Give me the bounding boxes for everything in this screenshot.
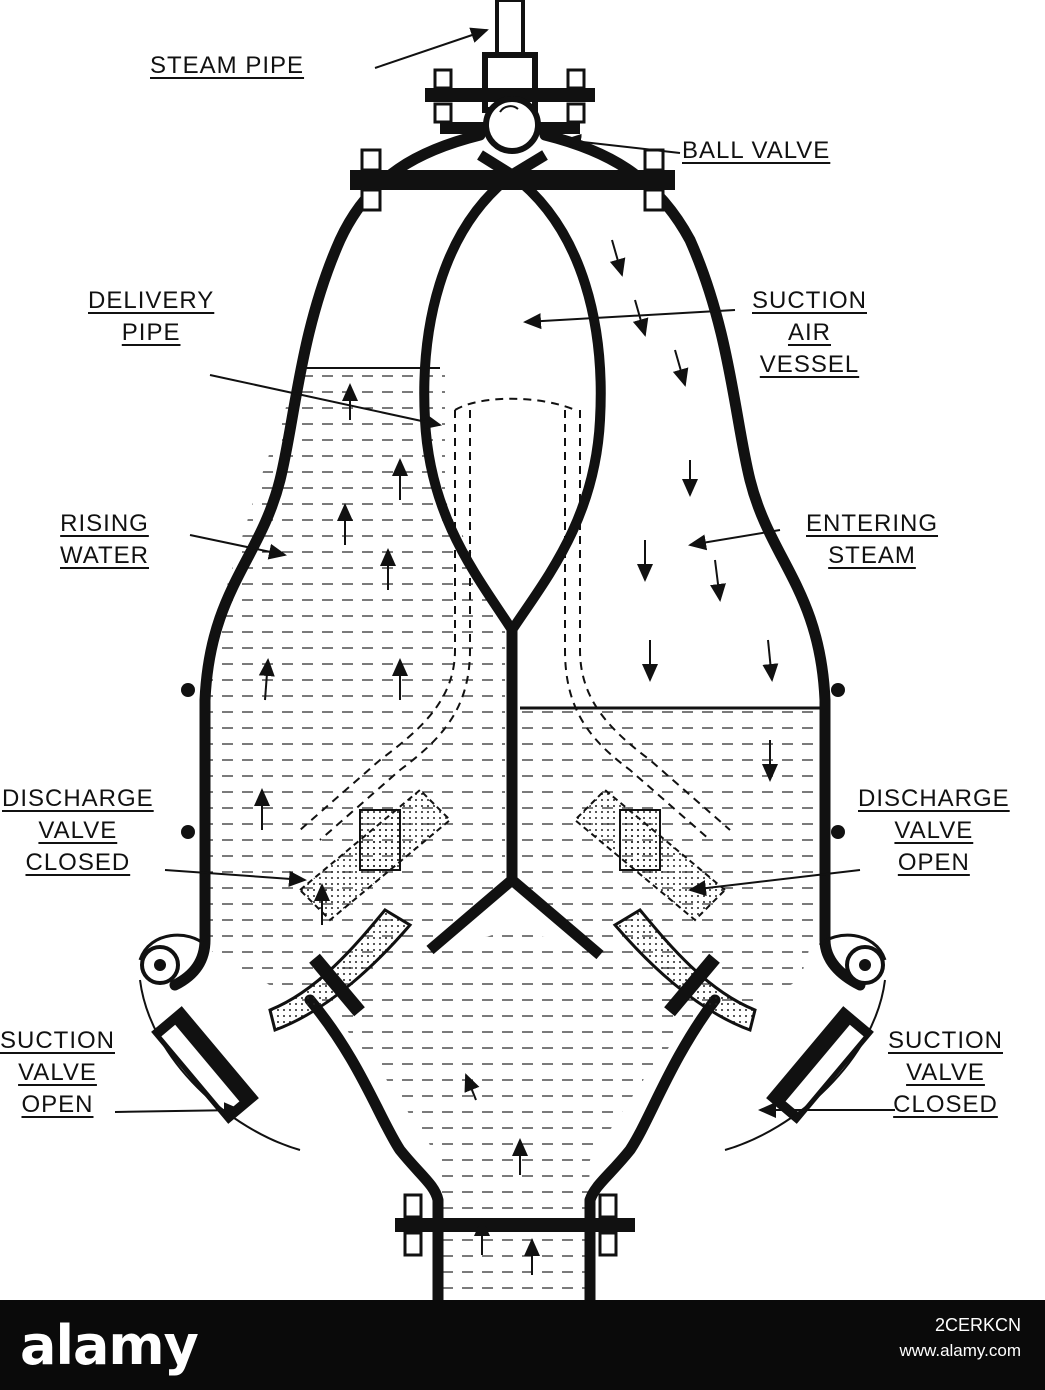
side-bosses	[181, 683, 845, 839]
label-line: VALVE	[894, 817, 974, 844]
label-line: STEAM PIPE	[150, 52, 305, 79]
label-line: VALVE	[18, 1059, 97, 1086]
left-discharge-valve	[298, 788, 452, 922]
image-code: 2CERKCN www.alamy.com	[899, 1312, 1021, 1364]
label-delivery-pipe: DELIVERY PIPE	[88, 285, 214, 349]
stock-footer-bar: alamy 2CERKCN www.alamy.com	[0, 1300, 1045, 1390]
label-line: WATER	[60, 542, 149, 569]
label-line: SUCTION	[752, 287, 867, 314]
label-discharge-valve-closed: DISCHARGE VALVE CLOSED	[2, 783, 154, 879]
label-line: PIPE	[121, 319, 181, 346]
water-suction-chamber	[330, 930, 700, 1300]
label-line: OPEN	[897, 849, 970, 876]
label-line: DELIVERY	[88, 287, 215, 314]
label-suction-valve-closed: SUCTION VALVE CLOSED	[888, 1025, 1003, 1121]
label-line: SUCTION	[0, 1027, 115, 1054]
label-line: RISING	[60, 510, 149, 537]
label-line: CLOSED	[893, 1091, 998, 1118]
delivery-pipe-dashed	[299, 397, 731, 841]
label-line: AIR	[787, 319, 831, 346]
right-suction-valve-housing	[724, 933, 887, 1151]
label-rising-water: RISING WATER	[60, 508, 149, 572]
label-line: VESSEL	[759, 351, 860, 378]
image-id: 2CERKCN	[934, 1315, 1021, 1335]
label-line: VALVE	[38, 817, 118, 844]
label-suction-valve-open: SUCTION VALVE OPEN	[0, 1025, 115, 1121]
leader-lines	[114, 27, 895, 1119]
alamy-logo: alamy	[20, 1314, 199, 1377]
label-line: BALL VALVE	[682, 137, 831, 164]
right-discharge-valve	[573, 788, 727, 922]
label-line: VALVE	[906, 1059, 985, 1086]
pulsometer-pump-diagram	[114, 0, 895, 1300]
label-line: DISCHARGE	[2, 785, 154, 812]
ball-valve-shape	[483, 96, 541, 154]
label-suction-air-vessel: SUCTION AIR VESSEL	[752, 285, 867, 381]
label-steam-pipe: STEAM PIPE	[150, 50, 304, 82]
label-line: SUCTION	[888, 1027, 1003, 1054]
water-left-chamber	[210, 368, 505, 1010]
bottom-flange	[395, 1193, 635, 1257]
label-discharge-valve-open: DISCHARGE VALVE OPEN	[858, 783, 1010, 879]
label-line: OPEN	[21, 1091, 94, 1118]
label-line: ENTERING	[806, 510, 939, 537]
flow-arrows	[254, 239, 779, 1275]
site-url: www.alamy.com	[899, 1341, 1021, 1360]
top-flange	[350, 68, 675, 212]
left-suction-valve-housing	[138, 933, 301, 1151]
left-suction-valve-flap	[268, 908, 413, 1032]
label-ball-valve: BALL VALVE	[682, 135, 830, 167]
right-suction-valve-flap	[612, 908, 757, 1032]
label-line: CLOSED	[25, 849, 131, 876]
label-line: STEAM	[828, 542, 916, 569]
label-entering-steam: ENTERING STEAM	[806, 508, 938, 572]
label-line: DISCHARGE	[858, 785, 1010, 812]
